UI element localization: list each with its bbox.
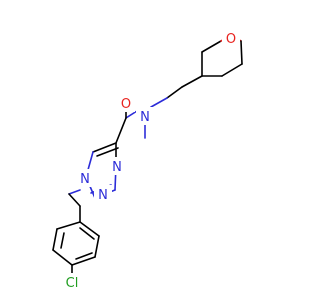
mask-n3 — [108, 157, 126, 175]
bond — [166, 86, 183, 99]
bond — [68, 193, 81, 207]
mask-o-ring — [222, 29, 240, 47]
atom-cl: Cl — [66, 276, 79, 291]
atom-n3: N — [112, 160, 122, 175]
atom-n2: N — [98, 188, 108, 203]
bond — [94, 235, 100, 258]
mask-n1 — [76, 169, 94, 187]
bond — [221, 63, 243, 77]
bond — [79, 221, 100, 237]
atom-n-amide: N — [140, 110, 150, 125]
mask-n2 — [94, 185, 112, 203]
mask-n-amide — [136, 107, 154, 125]
bond — [92, 142, 117, 153]
atom-o-ring: O — [226, 32, 236, 47]
bond — [150, 97, 168, 108]
bond — [68, 189, 81, 195]
bonds — [52, 36, 243, 279]
bond — [96, 147, 119, 157]
bond — [71, 256, 96, 266]
bond — [240, 40, 243, 65]
bond — [115, 117, 127, 144]
bond — [75, 252, 93, 260]
molecule-structure: O O N N N N Cl — [52, 29, 243, 291]
bond — [56, 221, 81, 230]
atom-n1: N — [80, 172, 90, 187]
mask-o-carbonyl — [117, 94, 135, 112]
bond — [60, 232, 65, 249]
bond — [125, 110, 138, 119]
bond — [201, 40, 222, 53]
bond — [79, 227, 95, 240]
mask-cl — [59, 273, 85, 291]
bond — [52, 249, 73, 266]
atom-labels: O O N N N N Cl — [59, 29, 240, 291]
atom-o-carbonyl: O — [121, 97, 131, 112]
bond — [181, 75, 203, 88]
bond — [52, 228, 58, 251]
